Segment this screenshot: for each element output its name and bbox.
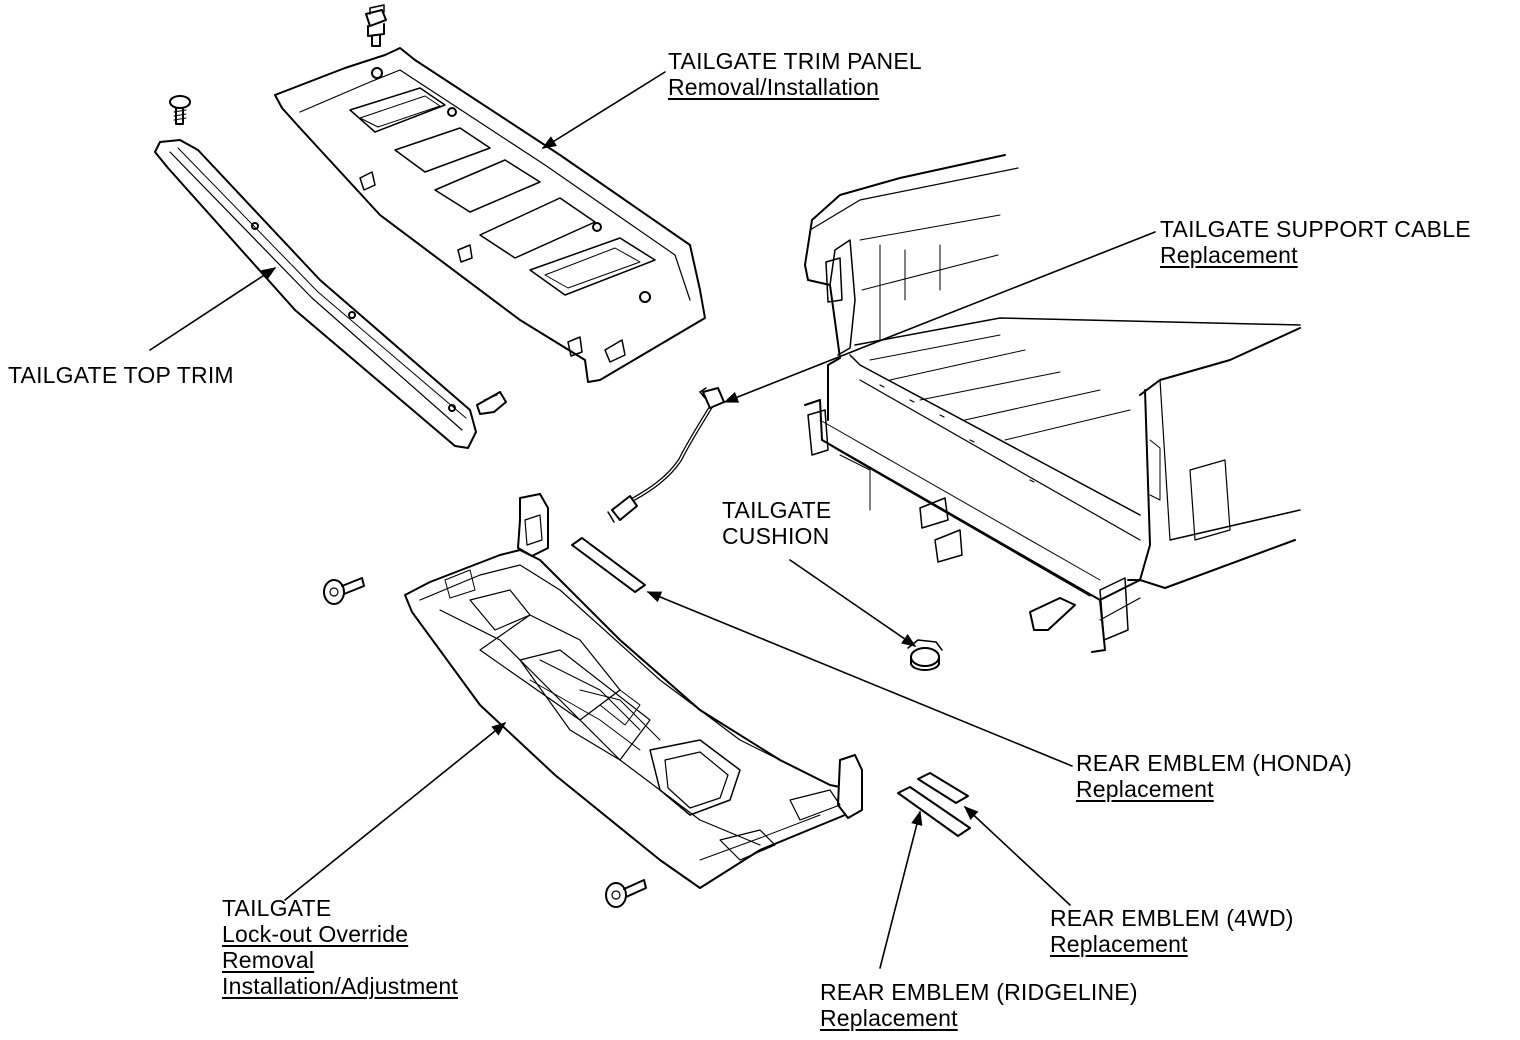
- leader-arrows: [149, 71, 1156, 969]
- tailgate-callout: TAILGATE Lock-out Override Removal Insta…: [222, 895, 458, 999]
- top-trim-callout: TAILGATE TOP TRIM: [8, 362, 234, 388]
- trim-panel-removal-installation-link[interactable]: Removal/Installation: [668, 74, 880, 100]
- emblem-ridgeline-callout: REAR EMBLEM (RIDGELINE) Replacement: [820, 979, 1138, 1031]
- emblem-4wd-replacement-link[interactable]: Replacement: [1050, 931, 1188, 957]
- tailgate-installation-adjustment-link[interactable]: Installation/Adjustment: [222, 973, 459, 999]
- emblem-honda-title: REAR EMBLEM (HONDA): [1076, 750, 1352, 776]
- emblem-ridgeline-title: REAR EMBLEM (RIDGELINE): [820, 979, 1138, 1005]
- tailgate-removal-link[interactable]: Removal: [222, 947, 315, 973]
- screw-part: [169, 95, 191, 125]
- cushion-title-line-2: CUSHION: [722, 523, 830, 549]
- emblem-honda-part: [571, 537, 646, 593]
- truck-bed-part: [804, 154, 1301, 653]
- support-cable-part: [607, 387, 725, 523]
- top-trim-title: TAILGATE TOP TRIM: [8, 362, 234, 388]
- tailgate-lockout-override-link[interactable]: Lock-out Override: [222, 921, 409, 947]
- support-cable-replacement-link[interactable]: Replacement: [1160, 242, 1298, 268]
- emblem-ridgeline-replacement-link[interactable]: Replacement: [820, 1005, 958, 1031]
- screw-part: [323, 577, 365, 605]
- bolt-part: [365, 4, 387, 47]
- emblem-honda-callout: REAR EMBLEM (HONDA) Replacement: [1076, 750, 1352, 802]
- support-cable-title: TAILGATE SUPPORT CABLE: [1160, 216, 1471, 242]
- trim-panel-part: [274, 47, 706, 383]
- trim-panel-callout: TAILGATE TRIM PANEL Removal/Installation: [668, 48, 922, 100]
- emblem-ridgeline-part: [897, 786, 971, 837]
- emblem-4wd-part: [917, 772, 969, 804]
- cushion-title-line-1: TAILGATE: [722, 497, 832, 523]
- support-cable-callout: TAILGATE SUPPORT CABLE Replacement: [1160, 216, 1471, 268]
- tailgate-part: [404, 493, 863, 889]
- emblem-4wd-title: REAR EMBLEM (4WD): [1050, 905, 1294, 931]
- emblem-4wd-callout: REAR EMBLEM (4WD) Replacement: [1050, 905, 1294, 957]
- screw-part: [605, 879, 647, 908]
- emblem-honda-replacement-link[interactable]: Replacement: [1076, 776, 1214, 802]
- trim-panel-title: TAILGATE TRIM PANEL: [668, 48, 922, 74]
- top-trim-part: [154, 139, 507, 449]
- tailgate-title: TAILGATE: [222, 895, 332, 921]
- cushion-callout: TAILGATE CUSHION: [722, 497, 831, 549]
